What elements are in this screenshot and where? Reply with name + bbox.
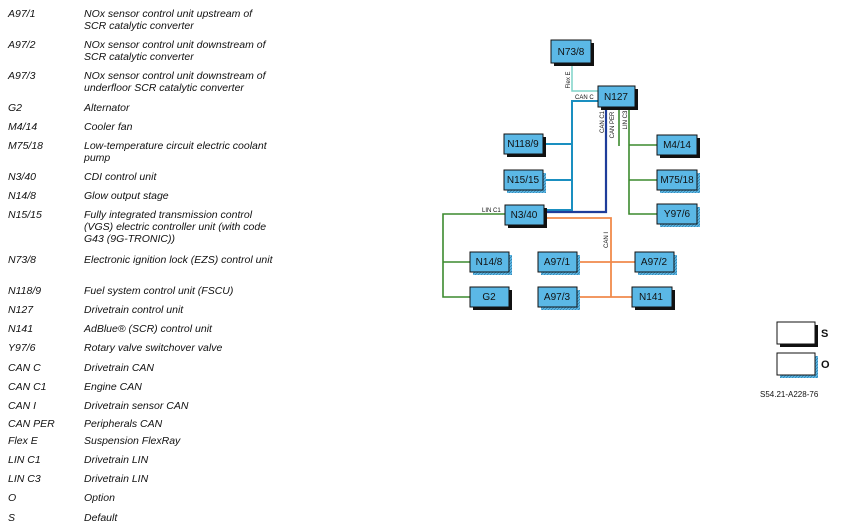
lin-c3-branch xyxy=(628,108,657,215)
key-option: O xyxy=(776,352,830,378)
legend-code: CAN C1 xyxy=(8,381,47,393)
legend-desc: Drivetrain LIN xyxy=(84,473,149,485)
key-option-label: O xyxy=(821,359,830,371)
legend-desc: Default xyxy=(84,512,118,524)
node-m75-18: M75/18 xyxy=(656,169,700,193)
node-label: A97/1 xyxy=(544,257,571,268)
node-a97-1: A97/1 xyxy=(537,251,580,275)
bus-label-can-i: CAN I xyxy=(604,232,610,248)
legend-desc: Suspension FlexRay xyxy=(84,435,181,447)
legend-desc: Fuel system control unit (FSCU) xyxy=(84,285,234,297)
legend-code: CAN I xyxy=(8,400,37,412)
node-label: N3/40 xyxy=(511,210,538,221)
legend-desc: AdBlue® (SCR) control unit xyxy=(84,323,212,335)
legend-code: A97/1 xyxy=(8,8,36,20)
legend-code: N118/9 xyxy=(8,285,42,297)
node-label: A97/3 xyxy=(544,292,571,303)
node-label: M75/18 xyxy=(660,175,694,186)
legend-desc: Fully integrated transmission control (V… xyxy=(84,209,267,245)
legend-code: N14/8 xyxy=(8,190,37,202)
legend-desc: Low-temperature circuit electric coolant… xyxy=(84,140,267,164)
legend-desc: Engine CAN xyxy=(84,381,142,393)
node-n73-8: N73/8 xyxy=(550,39,594,66)
legend-desc: NOx sensor control unit downstream of SC… xyxy=(84,39,266,63)
legend-desc: NOx sensor control unit downstream of un… xyxy=(84,70,266,94)
can-i-line xyxy=(545,217,612,297)
bus-label-lin-c1: LIN C1 xyxy=(482,208,501,214)
legend-code: M75/18 xyxy=(8,140,44,152)
legend-desc: Drivetrain sensor CAN xyxy=(84,400,189,412)
node-label: M4/14 xyxy=(663,140,691,151)
legend-desc: Drivetrain control unit xyxy=(84,304,184,316)
legend-code: CAN C xyxy=(8,362,41,374)
bus-label-can-per: CAN PER xyxy=(610,111,616,138)
bus-label-can-c1: CAN C1 xyxy=(600,110,606,133)
node-a97-2: A97/2 xyxy=(634,251,677,275)
legend-desc: Drivetrain LIN xyxy=(84,454,149,466)
legend-desc: Alternator xyxy=(84,102,130,114)
node-label: N73/8 xyxy=(558,47,585,58)
legend-desc: Electronic ignition lock (EZS) control u… xyxy=(84,254,273,266)
legend-desc: Peripherals CAN xyxy=(84,418,163,430)
legend-code: CAN PER xyxy=(8,418,55,430)
legend-code: O xyxy=(8,492,17,504)
legend-desc: CDI control unit xyxy=(84,171,157,183)
legend-code: N141 xyxy=(8,323,34,335)
node-n141: N141 xyxy=(631,286,675,310)
can-per-line xyxy=(545,108,608,214)
legend-code: LIN C3 xyxy=(8,473,41,485)
node-n3-40: N3/40 xyxy=(504,204,547,228)
legend-desc: Rotary valve switchover valve xyxy=(84,342,223,354)
legend-code: A97/2 xyxy=(8,39,36,51)
node-n118-9: N118/9 xyxy=(503,133,546,157)
node-label: G2 xyxy=(482,292,496,303)
node-label: N127 xyxy=(604,92,628,103)
legend-desc: Cooler fan xyxy=(84,121,133,133)
legend-desc: Drivetrain CAN xyxy=(84,362,155,374)
node-label: N15/15 xyxy=(507,175,540,186)
legend-code: A97/3 xyxy=(8,70,36,82)
legend-desc: Glow output stage xyxy=(84,190,169,202)
legend-code: N3/40 xyxy=(8,171,37,183)
legend-code: M4/14 xyxy=(8,121,38,133)
node-n14-8: N14/8 xyxy=(469,251,512,275)
legend-code: N127 xyxy=(8,304,34,316)
legend-code: N15/15 xyxy=(8,209,42,221)
legend-code: G2 xyxy=(8,102,23,114)
node-m4-14: M4/14 xyxy=(656,134,700,158)
node-label: N141 xyxy=(639,292,663,303)
node-n15-15: N15/15 xyxy=(503,169,546,193)
bus-label-can-c: CAN C xyxy=(575,95,594,101)
legend-code: N73/8 xyxy=(8,254,37,266)
legend-desc: Option xyxy=(84,492,115,504)
node-n127: N127 xyxy=(597,85,638,110)
legend-code: S xyxy=(8,512,16,524)
key-standard-label: S xyxy=(821,328,828,340)
flex-e-line xyxy=(571,66,598,92)
can-c-line xyxy=(545,100,598,211)
reference-code: S54.21-A228-76 xyxy=(760,390,819,399)
bus-label-lin-c3: LIN C3 xyxy=(623,110,629,129)
key-standard: S xyxy=(776,321,828,347)
node-label: A97/2 xyxy=(641,257,668,268)
node-a97-3: A97/3 xyxy=(537,286,580,310)
bus-label-flex-e: Flex E xyxy=(566,71,572,88)
legend-code: Y97/6 xyxy=(8,342,36,354)
legend-code: LIN C1 xyxy=(8,454,41,466)
node-label: N118/9 xyxy=(507,139,539,150)
node-label: N14/8 xyxy=(476,257,503,268)
lin-c1-line xyxy=(442,213,505,298)
legend-desc: NOx sensor control unit upstream of SCR … xyxy=(84,8,253,32)
bus-lines xyxy=(442,66,657,298)
legend-code: Flex E xyxy=(8,435,38,447)
node-y97-6: Y97/6 xyxy=(656,203,700,227)
node-label: Y97/6 xyxy=(664,209,691,220)
node-g2: G2 xyxy=(469,286,512,310)
